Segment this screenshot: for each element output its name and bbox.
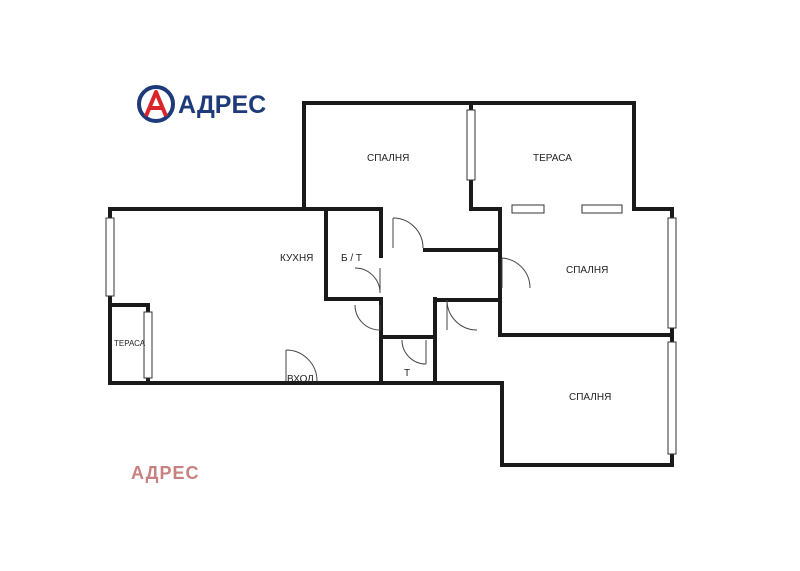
window-kitchen xyxy=(105,217,115,297)
door-bedroom-bottom xyxy=(446,299,478,331)
label-toilet: Т xyxy=(404,368,410,379)
wall-hall-right xyxy=(423,248,502,302)
wall-bath xyxy=(324,207,383,385)
window-terrace-1 xyxy=(511,204,545,214)
wall-bedroom-top xyxy=(302,101,473,211)
label-bedroom-top: СПАЛНЯ xyxy=(367,153,409,164)
window-terrace-left xyxy=(143,311,153,379)
room-labels: СПАЛНЯ ТЕРАСА СПАЛНЯ СПАЛНЯ КУХНЯ Б / Т … xyxy=(114,153,611,403)
wall-bedroom-bottom xyxy=(433,333,674,467)
label-terrace-left: ТЕРАСА xyxy=(114,339,146,348)
watermark-text: АДРЕС xyxy=(131,463,200,483)
wall-terrace-top xyxy=(469,101,674,211)
logo-a-mark xyxy=(144,90,168,117)
doors xyxy=(285,217,531,382)
window-bedroom-right xyxy=(667,217,677,329)
brand-logo: АДРЕС xyxy=(137,85,266,123)
label-kitchen: КУХНЯ xyxy=(280,253,313,264)
window-bedroom-top xyxy=(466,109,476,181)
window-terrace-2 xyxy=(581,204,623,214)
door-toilet xyxy=(401,339,427,365)
door-bath xyxy=(354,267,381,294)
door-bedroom-right xyxy=(501,257,531,289)
label-entrance: ВХОД xyxy=(287,374,314,385)
label-bedroom-right: СПАЛНЯ xyxy=(566,265,608,276)
brand-name: АДРЕС xyxy=(178,91,266,119)
window-bedroom-bottom xyxy=(667,341,677,455)
wall-kitchen-top xyxy=(108,207,383,258)
door-bedroom-top xyxy=(392,217,424,249)
windows xyxy=(105,109,677,455)
label-bedroom-bottom: СПАЛНЯ xyxy=(569,392,611,403)
logo-ring xyxy=(137,85,175,123)
door-kitchen xyxy=(354,304,381,331)
door-entrance xyxy=(285,349,318,382)
label-terrace-top: ТЕРАСА xyxy=(533,153,572,164)
label-bath-wc: Б / Т xyxy=(341,253,362,264)
walls xyxy=(108,101,674,467)
